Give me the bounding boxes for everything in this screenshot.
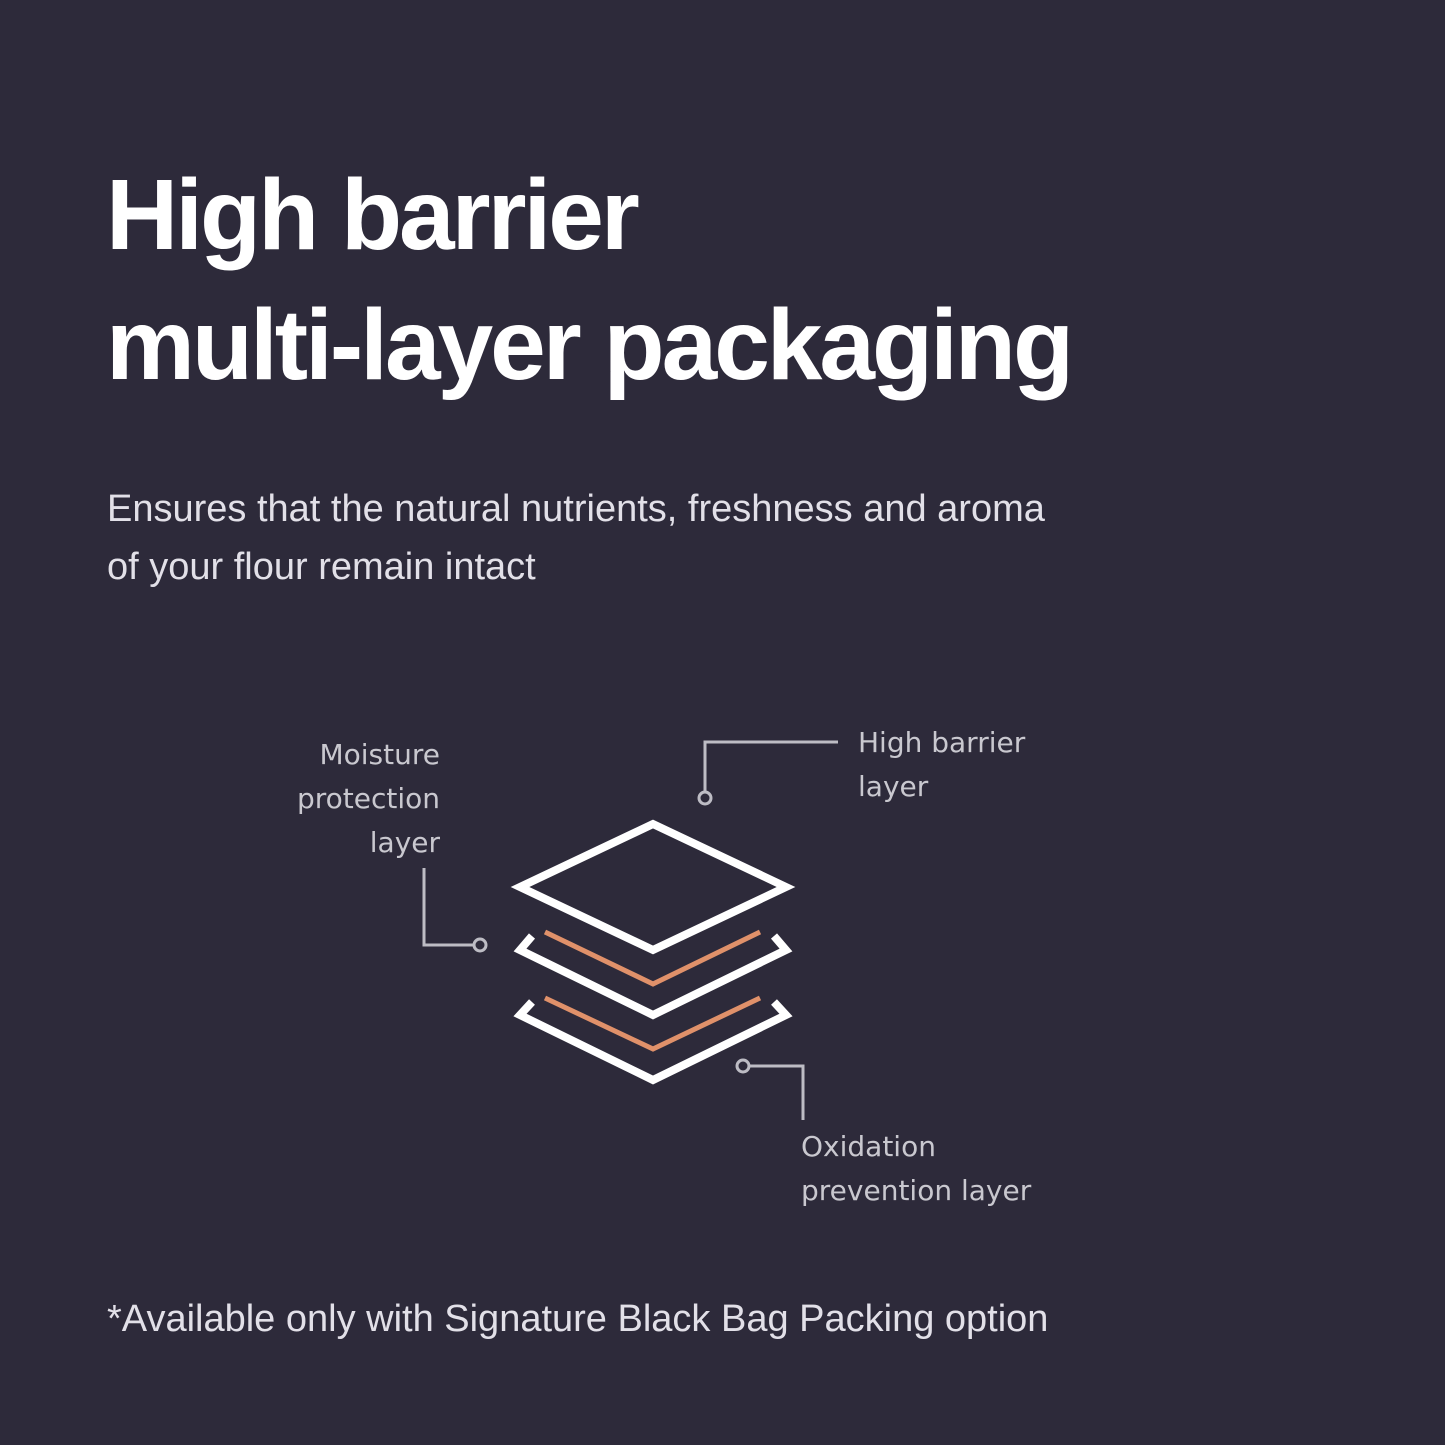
title-line-1: High barrier — [106, 159, 640, 271]
barrier-label-2: layer — [858, 770, 929, 803]
oxidation-leader-dot — [735, 1058, 751, 1074]
title-line-2: multi-layer packaging — [106, 289, 1074, 401]
oxidation-leader-line — [749, 1064, 805, 1120]
page-title: High barrier multi-layer packaging — [106, 150, 1074, 410]
moisture-label-2: protection — [297, 782, 440, 815]
barrier-leader-line — [703, 740, 838, 793]
moisture-label-1: Moisture — [319, 738, 440, 771]
barrier-label-1: High barrier — [858, 726, 1026, 759]
barrier-leader-dot — [697, 790, 713, 806]
moisture-leader-line — [422, 868, 474, 947]
subtitle-line-2: of your flour remain intact — [107, 546, 536, 588]
subtitle-line-1: Ensures that the natural nutrients, fres… — [107, 488, 1045, 530]
moisture-label-3: layer — [370, 826, 441, 859]
footnote: *Available only with Signature Black Bag… — [107, 1298, 1049, 1340]
bottom-orange-layer — [543, 995, 762, 1052]
middle-layer-shape — [513, 933, 793, 1020]
subtitle: Ensures that the natural nutrients, fres… — [107, 480, 1045, 596]
oxidation-label-2: prevention layer — [801, 1174, 1032, 1207]
moisture-leader-dot — [472, 937, 488, 953]
oxidation-label-1: Oxidation — [801, 1130, 936, 1163]
top-layer-diamond — [510, 819, 796, 955]
bottom-layer-shape — [513, 999, 793, 1085]
middle-orange-layer — [543, 929, 762, 987]
